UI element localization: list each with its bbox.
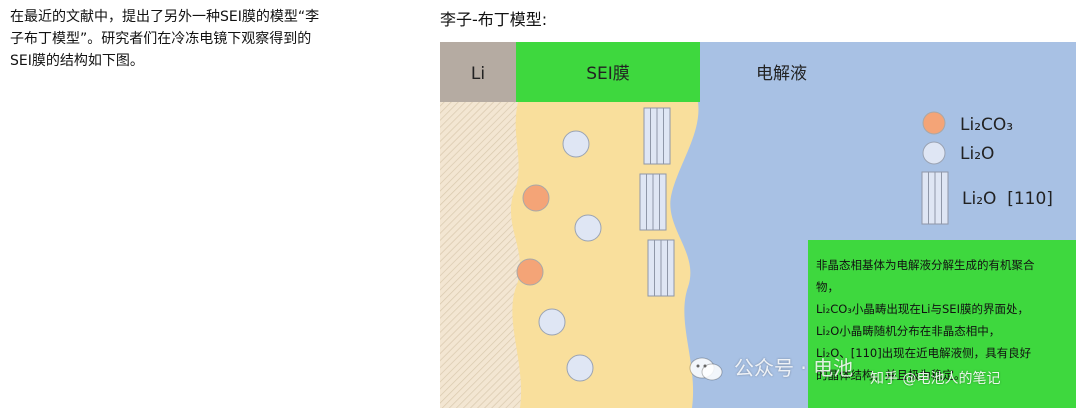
intro-line: SEI膜的结构如下图。 (10, 53, 144, 69)
sei-label: SEI膜 (586, 64, 630, 84)
diagram-title: 李子-布丁模型: (440, 10, 548, 29)
legend-li2co3-swatch (922, 111, 946, 135)
sei-diagram: Li SEI膜 电解液 Li₂CO₃ Li₂O Li₂O [110] 非晶态相基… (440, 42, 1076, 408)
electrolyte-label: 电解液 (756, 64, 807, 84)
li-metal-region (440, 102, 522, 408)
li2o-110-crystal (639, 173, 667, 231)
explanation-line: Li₂CO₃小晶畴出现在Li与SEI膜的界面处， (816, 302, 1029, 316)
li2co3-particle (516, 258, 544, 286)
sei-header (516, 42, 700, 102)
li-header (440, 42, 516, 102)
intro-paragraph: 在最近的文献中，提出了另外一种SEI膜的模型“李 子布丁模型”。研究者们在冷冻电… (10, 6, 415, 72)
watermark-official-account: 公众号 · 电池 (734, 356, 854, 380)
explanation-box: 非晶态相基体为电解液分解生成的有机聚合 物， Li₂CO₃小晶畴出现在Li与SE… (808, 240, 1076, 408)
li2o-110-crystal (643, 107, 671, 165)
explanation-line: Li₂O小晶畴随机分布在非晶态相中， (816, 324, 1001, 338)
explanation-line: 的晶体结构，并且极为稳定。 (816, 368, 966, 382)
explanation-line: 非晶态相基体为电解液分解生成的有机聚合 (816, 258, 1035, 272)
li2o-110-crystal (647, 239, 675, 297)
watermark-zhihu: 知乎 @电池人的笔记 (870, 371, 1001, 387)
li2o-particle (574, 214, 602, 242)
legend-li2o-label: Li₂O (960, 144, 994, 164)
explanation-line: 物， (816, 280, 839, 294)
li-label: Li (471, 64, 485, 84)
legend-li2co3-label: Li₂CO₃ (960, 115, 1013, 135)
li2o-particle (566, 354, 594, 382)
li2o-particle (538, 308, 566, 336)
li2co3-particle (522, 184, 550, 212)
intro-line: 在最近的文献中，提出了另外一种SEI膜的模型“李 (10, 9, 320, 25)
explanation-line: Li₂O、[110]出现在近电解液侧，具有良好 (816, 346, 1032, 360)
sei-diagram-graphic: Li SEI膜 电解液 Li₂CO₃ Li₂O Li₂O [110] (440, 42, 1076, 408)
li2o-particle (562, 130, 590, 158)
legend-li2o-110-swatch (921, 171, 949, 225)
wechat-icon (689, 357, 723, 381)
legend-li2o-swatch (922, 141, 946, 165)
intro-line: 子布丁模型”。研究者们在冷冻电镜下观察得到的 (10, 31, 312, 47)
legend-li2o-110-label: Li₂O [110] (962, 189, 1053, 209)
